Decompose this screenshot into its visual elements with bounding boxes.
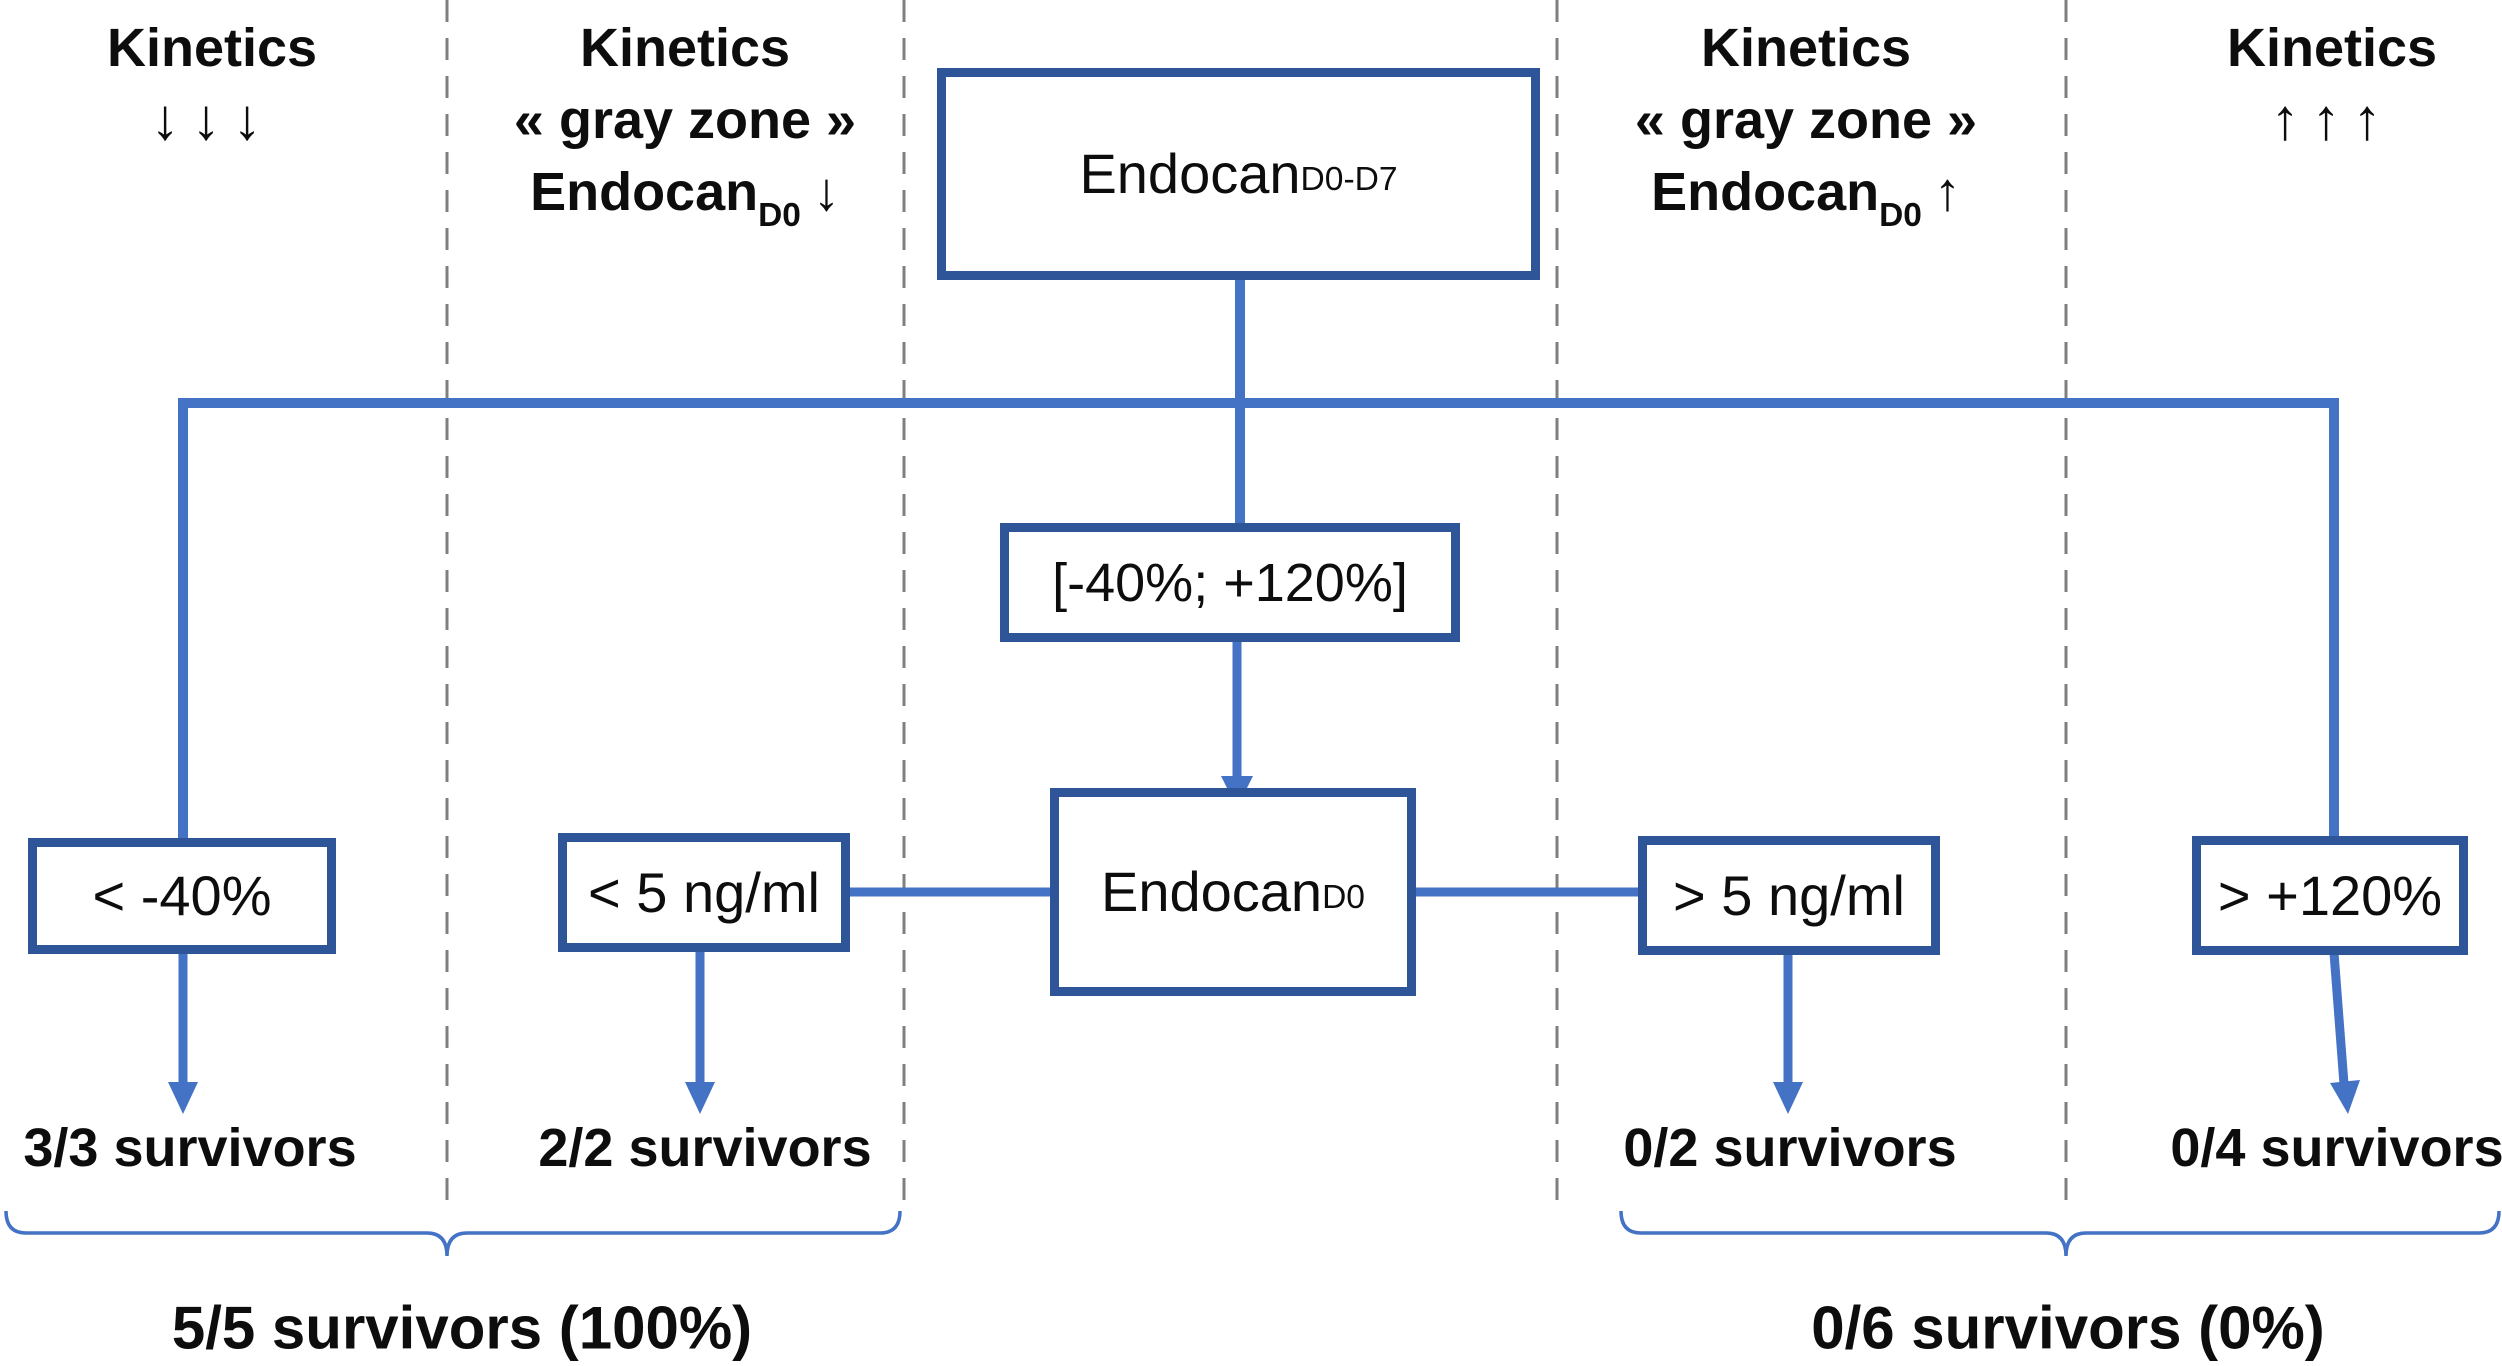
outcome-label-3: 0/2 survivors xyxy=(1623,1118,1957,1178)
node-range-filter: [-40%; +120%] xyxy=(1000,523,1460,642)
connector-elbow xyxy=(178,398,2339,846)
bracket-survivor-group-left xyxy=(4,1210,902,1257)
header-endocan-d0-low: EndocanD0↓ xyxy=(530,162,840,235)
down-arrow-icon: ↓ xyxy=(812,162,840,222)
up-arrows-icon: ↑↑↑ xyxy=(2270,87,2394,152)
header-line: Kinetics xyxy=(2226,18,2438,78)
total-label-left: 5/5 survivors (100%) xyxy=(171,1294,753,1362)
total-label-right: 0/6 survivors (0%) xyxy=(1811,1294,2325,1362)
outcome-label-4: 0/4 survivors xyxy=(2170,1118,2502,1178)
header-line: « gray zone » xyxy=(1634,90,1978,150)
up-arrow-icon: ↑ xyxy=(1933,162,1961,222)
header-endocan-d0-high: EndocanD0↑ xyxy=(1651,162,1961,235)
header-line: « gray zone » xyxy=(513,90,857,150)
outcome-label-2: 2/2 survivors xyxy=(538,1118,872,1178)
column-header-kinetics-down: Kinetics ↓↓↓ xyxy=(107,12,317,156)
node-d0-high: > 5 ng/ml xyxy=(1638,836,1940,955)
header-line: Kinetics xyxy=(1700,18,1912,78)
node-d0-low: < 5 ng/ml xyxy=(558,833,850,952)
column-header-grayzone-high: Kinetics « gray zone » EndocanD0↑ xyxy=(1634,12,1978,235)
arrow-outcome4-shaft xyxy=(2329,952,2349,1085)
down-arrows-icon: ↓↓↓ xyxy=(150,87,274,152)
arrow-outcome1-head xyxy=(168,1082,198,1114)
bracket-survivor-group-right xyxy=(1619,1210,2501,1257)
node-kinetics-increase: > +120% xyxy=(2192,836,2468,955)
header-line: Kinetics xyxy=(579,18,791,78)
column-header-kinetics-up: Kinetics ↑↑↑ xyxy=(2227,12,2437,156)
node-kinetics-decrease: < -40% xyxy=(28,838,336,954)
header-line: Kinetics xyxy=(106,18,318,78)
arrow-outcome4-head xyxy=(2330,1080,2360,1114)
arrow-outcome3-head xyxy=(1773,1082,1803,1114)
outcome-label-1: 3/3 survivors xyxy=(23,1118,357,1178)
column-header-grayzone-low: Kinetics « gray zone » EndocanD0↓ xyxy=(513,12,857,235)
arrow-outcome2-head xyxy=(685,1082,715,1114)
